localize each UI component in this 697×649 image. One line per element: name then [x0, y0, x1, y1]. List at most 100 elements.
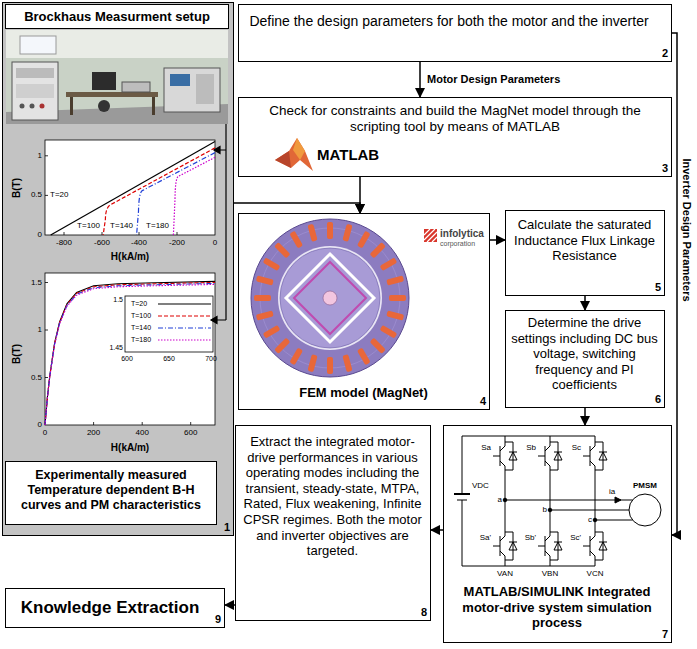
callout-number: 6 [655, 393, 661, 406]
panel-heading: Brockhaus Measurment setup [5, 4, 229, 29]
plot-label: Sb [526, 444, 536, 453]
plot-label: 650 [163, 355, 175, 363]
plot-label: -600 [94, 239, 110, 248]
plot-label: 200 [87, 429, 100, 438]
plot-label: 0.5 [31, 373, 42, 382]
plot-label: VBN [542, 570, 558, 579]
measurement-panel: 1 Brockhaus Measurment setupExperimentall… [2, 2, 234, 536]
plot-label: T=180 [146, 222, 169, 231]
panel-arrows [211, 124, 226, 324]
plot-label: B(T) [11, 178, 22, 198]
inverter-circuit [454, 436, 661, 566]
box-text: Define the design parameters for both th… [249, 13, 649, 30]
plot-label: B(T) [11, 344, 22, 364]
box-text: corporation [440, 240, 488, 248]
plot-label: c [588, 516, 592, 525]
plot-label: a [498, 496, 502, 505]
plot-label: b [543, 506, 547, 515]
plot-label: T=20 [50, 191, 68, 200]
plot-label: -400 [131, 239, 147, 248]
flow-arrow [234, 203, 360, 213]
plot-label: 0.5 [31, 191, 42, 200]
box-text: Extract the integrated motor-drive perfo… [242, 434, 423, 559]
callout-number: 7 [662, 628, 668, 641]
plot-label: -800 [56, 239, 72, 248]
flow-arrow [490, 239, 505, 241]
plot-label: PMSM [633, 482, 657, 491]
box-text: Check for constraints and build the MagN… [249, 103, 661, 135]
box-text: Brockhaus Measurment setup [8, 9, 226, 25]
plot-label: T=180 [131, 336, 151, 344]
lab-photo [6, 30, 228, 124]
flow-arrow [431, 529, 443, 531]
plot-label: T=20 [131, 300, 147, 308]
fem-motor [251, 219, 409, 377]
callout-number: 2 [662, 47, 668, 60]
plot-label: Sc' [570, 534, 581, 543]
plot-label: H(kA/m) [111, 251, 149, 262]
box-text: Experimentally measured Temperature depe… [10, 468, 212, 513]
process-box: Calculate the saturated Inductance Flux … [505, 210, 665, 296]
plot-label: 0 [38, 231, 42, 240]
box-text: FEM model (MagNet) [239, 385, 488, 401]
plot-label: Sc [572, 444, 581, 453]
plot-label: ia [609, 488, 615, 497]
plot-label: 0 [38, 421, 42, 430]
result-box: Knowledge Extraction 9 [5, 588, 225, 628]
box-text: Determine the drive settings including D… [511, 315, 658, 393]
box-text: Knowledge Extraction [10, 598, 210, 618]
plot-label: -200 [169, 239, 185, 248]
plot-label: 1 [38, 151, 42, 160]
plot-label: Sa' [480, 534, 491, 543]
flow-arrow [225, 604, 235, 606]
callout-number: 5 [655, 281, 661, 294]
plot-label: 1.45 [109, 344, 123, 352]
plot-label: 1 [38, 326, 42, 335]
matlab-logo [275, 138, 313, 171]
callout-number: 9 [215, 613, 221, 626]
plot-label: VAN [497, 570, 513, 579]
plot-label: 0 [213, 239, 217, 248]
edge-label: Inverter Design Parameters [681, 157, 693, 302]
callout-number: 8 [421, 606, 427, 619]
flow-arrow [419, 62, 421, 97]
flow-arrow [584, 296, 586, 310]
callout-number: 3 [662, 162, 668, 175]
plot-label: 1.5 [113, 296, 123, 304]
plot-label: T=140 [110, 222, 133, 231]
flow-arrow [672, 33, 677, 535]
callout-number: 1 [224, 521, 230, 534]
plot-label: 700 [205, 355, 217, 363]
plot-label: T=140 [131, 324, 151, 332]
plot-label: Sb' [525, 534, 536, 543]
box-text: MATLAB [317, 146, 437, 164]
box-text: Calculate the saturated Inductance Flux … [512, 217, 657, 264]
flow-arrow [584, 408, 586, 425]
fem-model-box: FEM model (MagNet) infolyticacorporation 4 [238, 213, 490, 410]
plot-label: VCN [587, 570, 604, 579]
panel-caption-box: Experimentally measured Temperature depe… [5, 461, 217, 525]
plot-label: 600 [121, 355, 133, 363]
process-box: Extract the integrated motor-drive perfo… [235, 425, 431, 621]
plot-label: 1.5 [31, 278, 42, 287]
demagnetization-plot [45, 140, 215, 235]
box-text: infolytica [440, 228, 488, 240]
box-text: MATLAB/SIMULINK Integrated motor-drive s… [450, 584, 664, 631]
process-box: Define the design parameters for both th… [238, 4, 672, 62]
callout-number: 4 [480, 395, 486, 408]
plot-label: T=100 [77, 222, 100, 231]
plot-label: T=100 [131, 312, 151, 320]
plot-label: VDC [472, 482, 489, 491]
process-box: Determine the drive settings including D… [505, 310, 665, 408]
process-box: Check for constraints and build the MagN… [238, 97, 672, 177]
plot-label: H(kA/m) [111, 442, 149, 453]
edge-label: Motor Design Parameters [426, 73, 561, 85]
plot-label: 0 [43, 429, 47, 438]
plot-label: 400 [136, 429, 149, 438]
plot-label: Sa [481, 444, 491, 453]
infolytica-logo [424, 229, 437, 242]
panel-ground [2, 2, 234, 536]
plot-label: 600 [184, 429, 197, 438]
simulation-box: MATLAB/SIMULINK Integrated motor-drive s… [443, 425, 672, 643]
